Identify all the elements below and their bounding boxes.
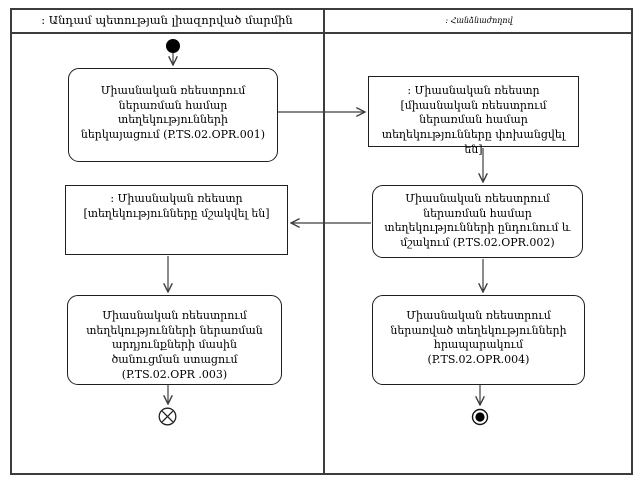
- object-node-registry-processed: : Միասնական ռեեստր [տեղեկությունները մշա…: [65, 185, 288, 255]
- header-divider: [10, 32, 633, 34]
- swimlane-divider: [323, 8, 325, 475]
- action-publish-information: Միասնական ռեեստրում ներառված տեղեկությու…: [372, 295, 585, 385]
- lane-header-commission: : Հանձնաժողով: [445, 16, 513, 25]
- action-receive-notification: Միասնական ռեեստրում տեղեկությունների ներ…: [67, 295, 282, 385]
- flow-final-icon: [158, 407, 177, 426]
- object-label: : Միասնական ռեեստր [միասնական ռեեստրում …: [381, 84, 566, 156]
- initial-node-icon: [166, 39, 180, 53]
- action-label: Միասնական ռեեստրում ներառված տեղեկությու…: [390, 309, 567, 366]
- action-receive-and-process: Միասնական ռեեստրում ներառման համար տեղեկ…: [372, 185, 583, 258]
- object-node-registry-transferred: : Միասնական ռեեստր [միասնական ռեեստրում …: [368, 76, 579, 156]
- action-label: Միասնական ռեեստրում տեղեկությունների ներ…: [86, 309, 263, 381]
- activity-final-icon: [471, 408, 489, 426]
- action-label: Միասնական ռեեստրում ներառման համար տեղեկ…: [384, 192, 571, 249]
- action-submit-information: Միասնական ռեեստրում ներառման համար տեղեկ…: [68, 68, 278, 162]
- action-label: Միասնական ռեեստրում ներառման համար տեղեկ…: [80, 84, 266, 141]
- lane-header-authorized-body: : Անդամ պետության լիազորված մարմին: [41, 13, 293, 27]
- object-label: : Միասնական ռեեստր [տեղեկությունները մշա…: [83, 192, 270, 220]
